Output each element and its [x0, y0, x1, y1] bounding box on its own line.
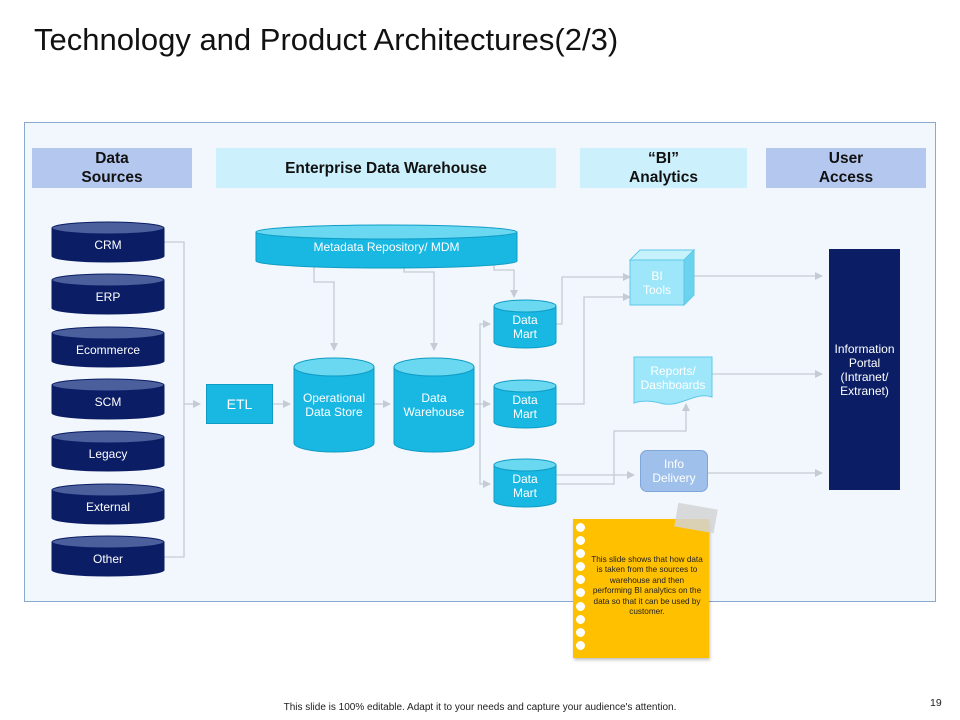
information-portal-box: Information Portal (Intranet/ Extranet)	[829, 249, 900, 490]
metadata-repository-label: Metadata Repository/ MDM	[313, 239, 460, 254]
header-user-access: User Access	[766, 148, 926, 188]
header-enterprise-data-warehouse: Enterprise Data Warehouse	[216, 148, 556, 188]
bi-tools-cube: BI Tools	[628, 248, 696, 307]
note-binder-holes	[576, 523, 586, 654]
operational-data-store-cylinder: Operational Data Store	[293, 357, 375, 453]
data-warehouse-cylinder: Data Warehouse	[393, 357, 475, 453]
source-cylinder-external: External	[51, 483, 165, 524]
metadata-repository-cylinder: Metadata Repository/ MDM	[255, 224, 518, 269]
source-cylinder-legacy-label: Legacy	[88, 447, 128, 462]
reports-dashboards-label: Reports/ Dashboards	[640, 364, 706, 392]
header-bi-analytics: “BI” Analytics	[580, 148, 747, 188]
data-mart-cylinder-1: Data Mart	[493, 299, 557, 349]
source-cylinder-erp: ERP	[51, 273, 165, 315]
source-cylinder-other-label: Other	[92, 551, 123, 566]
data-mart-cylinder-3-label: Data Mart	[512, 472, 538, 500]
source-cylinder-scm-label: SCM	[94, 394, 122, 409]
sticky-note: This slide shows that how data is taken …	[573, 519, 709, 658]
info-delivery-box: Info Delivery	[640, 450, 708, 492]
source-cylinder-legacy: Legacy	[51, 430, 165, 472]
source-cylinder-ecommerce: Ecommerce	[51, 326, 165, 368]
data-warehouse-label: Data Warehouse	[403, 391, 465, 419]
source-cylinder-scm: SCM	[51, 378, 165, 420]
page-number: 19	[930, 697, 942, 709]
reports-dashboards-document: Reports/ Dashboards	[633, 356, 713, 405]
etl-box: ETL	[206, 384, 273, 424]
source-cylinder-external-label: External	[85, 499, 131, 514]
bi-tools-label: BI Tools	[642, 268, 671, 297]
source-cylinder-other: Other	[51, 535, 165, 577]
source-cylinder-crm-label: CRM	[94, 238, 122, 252]
data-mart-cylinder-2-label: Data Mart	[512, 393, 538, 421]
footer-text: This slide is 100% editable. Adapt it to…	[283, 702, 677, 713]
source-cylinder-erp-label: ERP	[95, 290, 121, 305]
source-cylinder-ecommerce-label: Ecommerce	[75, 342, 140, 357]
data-mart-cylinder-2: Data Mart	[493, 379, 557, 429]
note-text: This slide shows that how data is taken …	[591, 555, 703, 617]
data-mart-cylinder-3: Data Mart	[493, 458, 557, 508]
page-title: Technology and Product Architectures(2/3…	[34, 22, 619, 57]
data-mart-cylinder-1-label: Data Mart	[512, 313, 538, 341]
operational-data-store-label: Operational Data Store	[302, 391, 366, 419]
header-data-sources: Data Sources	[32, 148, 192, 188]
source-cylinder-crm: CRM	[51, 221, 165, 263]
